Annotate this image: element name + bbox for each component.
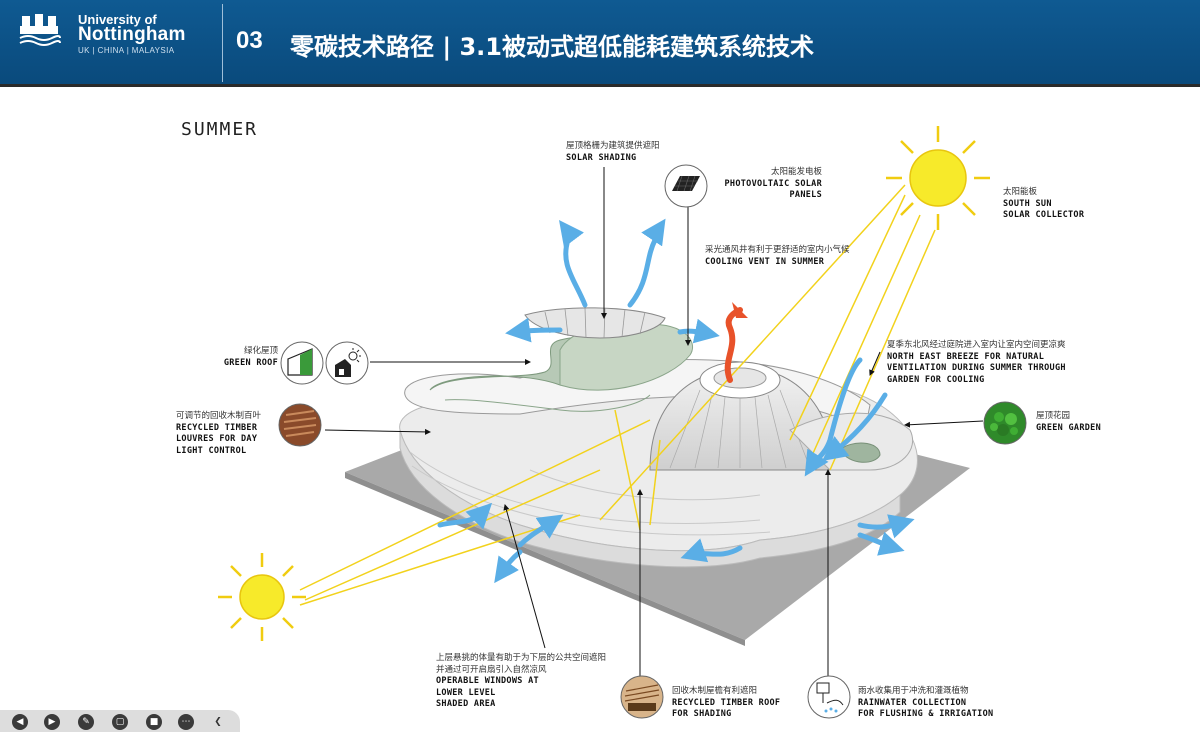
label-green-roof: 绿化屋顶 GREEN ROOF [223,346,278,368]
leader-lines [324,167,984,680]
pen-icon[interactable]: ✎ [78,714,94,730]
university-logo: University of Nottingham UK | CHINA | MA… [0,0,222,84]
summer-sun-top [886,126,990,230]
university-name: Nottingham [78,24,186,45]
section-number: 03 [236,27,263,54]
more-icon[interactable]: ⋯ [178,714,194,730]
pv-panel-icon [664,164,708,208]
university-line-1: University of [78,12,157,27]
timber-louvre-icon [278,403,322,447]
label-pv-panels: 太阳能发电板 PHOTOVOLTAIC SOLAR PANELS [724,167,822,200]
header-divider [222,4,223,82]
green-roof-icon [280,341,324,385]
university-campuses: UK | CHINA | MALAYSIA [78,46,175,55]
label-cooling-vent: 采光通风井有利于更舒适的室内小气候 COOLING VENT IN SUMMER [705,245,850,267]
building-mass [399,307,918,568]
label-south-sun: 太阳能板 SOUTH SUN SOLAR COLLECTOR [1003,187,1085,220]
next-icon[interactable]: ▶ [44,714,60,730]
crest-icon [19,14,61,46]
header-bar [0,0,1200,84]
collapse-icon[interactable]: ❮ [214,717,222,727]
label-timber-roof: 回收木制屋檐有利遮阳 RECYCLED TIMBER ROOF FOR SHAD… [672,686,781,719]
label-rainwater: 雨水收集用于冲洗和灌溉植物 RAINWATER COLLECTION FOR F… [858,686,994,719]
select-icon[interactable]: ▢ [112,714,128,730]
label-louvres: 可调节的回收木制百叶 RECYCLED TIMBER LOUVRES FOR D… [176,411,262,456]
green-garden-icon [983,401,1027,445]
air-flows [437,218,915,584]
header-rule [0,84,1200,87]
sun-sensor-icon [325,341,369,385]
camera-icon[interactable]: ■ [146,714,162,730]
page-title: 零碳技术路径 | 3.1被动式超低能耗建筑系统技术 [290,33,814,61]
label-operable-windows: 上层悬挑的体量有助于为下层的公共空间遮阳 并通过可开启扇引入自然凉风 OPERA… [436,653,607,709]
label-solar-shading: 屋顶格栅为建筑提供遮阳 SOLAR SHADING [566,141,660,163]
label-green-garden: 屋顶花园 GREEN GARDEN [1036,411,1102,433]
label-breeze: 夏季东北风经过庭院进入室内让室内空间更凉爽 NORTH EAST BREEZE … [887,340,1066,385]
prev-icon[interactable]: ◀ [12,714,28,730]
sun-rays [299,184,936,606]
rainwater-icon [807,675,851,719]
diagram-title: SUMMER [181,119,259,140]
summer-sun-bottom [218,553,306,641]
timber-roof-icon [620,675,664,719]
